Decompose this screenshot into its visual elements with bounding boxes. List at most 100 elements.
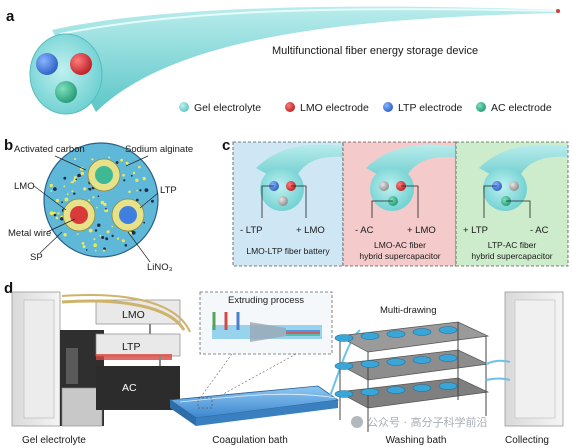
- particle-dot: [143, 221, 146, 224]
- config-pos-label: + LMO: [296, 225, 325, 236]
- particle-dot: [116, 237, 120, 240]
- config-neg-label: + LTP: [463, 225, 488, 236]
- particle-dot: [49, 211, 54, 216]
- particle-dot: [49, 183, 53, 188]
- config-fiber-cap: [370, 167, 414, 211]
- roller: [360, 332, 380, 340]
- particle-dot: [105, 207, 107, 210]
- particle-dot: [121, 239, 125, 243]
- particle-dot: [106, 230, 110, 234]
- ac-electrode-core: [55, 81, 77, 103]
- roller: [412, 356, 432, 364]
- collecting-machine: [485, 291, 564, 427]
- config-pos-label: - AC: [530, 225, 549, 236]
- particle-dot: [135, 198, 139, 202]
- particle-dot: [57, 212, 60, 215]
- config-inactive-core: [379, 181, 389, 191]
- ac-core: [95, 166, 113, 184]
- particle-dot: [74, 176, 77, 179]
- roller: [386, 386, 406, 394]
- panel-d-letter: d: [4, 280, 13, 297]
- ltp-electrode-core: [36, 53, 58, 75]
- label-activated-carbon: Activated carbon: [14, 144, 85, 155]
- particle-dot: [103, 247, 106, 251]
- panel-c-configurations: - LTP + LMO LMO-LTP fiber battery - AC +…: [232, 141, 569, 267]
- particle-dot: [63, 185, 66, 188]
- particle-dot: [100, 200, 105, 205]
- particle-dot: [85, 249, 88, 251]
- particle-dot: [144, 188, 149, 193]
- roller: [438, 382, 458, 390]
- config-inactive-core: [278, 196, 288, 206]
- label-ltp: LTP: [160, 185, 177, 196]
- legend-swatch-ltp: [383, 102, 393, 112]
- manufacturing-process: LMO LTP AC Extruding process: [11, 291, 564, 446]
- fiber-tip: [556, 9, 560, 13]
- particle-dot: [94, 249, 97, 252]
- particle-dot: [105, 237, 109, 241]
- particle-dot: [50, 190, 53, 193]
- config-caption: LMO-LTP fiber battery: [246, 246, 330, 256]
- legend-label-lmo: LMO electrode: [300, 102, 369, 114]
- particle-dot: [71, 181, 74, 184]
- particle-dot: [129, 231, 132, 235]
- config-box-lmo-ac: - AC + LMO LMO-AC fiber hybrid supercapa…: [342, 141, 457, 267]
- legend-swatch-lmo: [285, 102, 295, 112]
- roller: [386, 330, 406, 338]
- particle-dot: [111, 234, 114, 238]
- extruding-title: Extruding process: [228, 295, 304, 306]
- particle-dot: [71, 190, 74, 193]
- config-box-ltp-ac: + LTP - AC LTP-AC fiber hybrid supercapa…: [455, 141, 569, 267]
- fiber-path: [329, 329, 361, 397]
- roller: [412, 328, 432, 336]
- roller-set: [334, 326, 458, 398]
- particle-dot: [103, 202, 107, 207]
- config-neg-label: - LTP: [240, 225, 263, 236]
- fiber-cross-section-detail: Activated carbon Sodium alginate LMO LTP…: [8, 142, 193, 273]
- particle-dot: [76, 233, 79, 236]
- particle-dot: [53, 213, 57, 217]
- particle-dot: [97, 223, 101, 227]
- config-pos-label: + LMO: [407, 225, 436, 236]
- particle-dot: [64, 197, 69, 202]
- particle-dot: [101, 236, 105, 239]
- particle-dot: [88, 228, 93, 233]
- particle-dot: [77, 173, 81, 178]
- station-label-washing: Washing bath: [386, 435, 447, 446]
- panel-a-title: Multifunctional fiber energy storage dev…: [272, 45, 478, 57]
- roller: [334, 362, 354, 370]
- legend-swatch-gel: [179, 102, 189, 112]
- roller: [334, 390, 354, 398]
- particle-dot: [150, 199, 154, 203]
- coagulation-bath: [168, 385, 340, 426]
- roller: [438, 354, 458, 362]
- particle-dot: [95, 206, 98, 209]
- particle-dot: [102, 249, 106, 252]
- slurry-tanks: LMO LTP AC: [61, 294, 191, 410]
- particle-dot: [82, 245, 86, 249]
- roller: [438, 326, 458, 334]
- particle-dot: [122, 173, 125, 177]
- station-label-collecting: Collecting: [505, 435, 549, 446]
- roller: [360, 388, 380, 396]
- particle-dot: [125, 161, 129, 165]
- particle-dot: [138, 165, 141, 169]
- panel-a-letter: a: [6, 8, 15, 25]
- particle-dot: [142, 176, 146, 181]
- particle-dot: [55, 198, 60, 203]
- particle-dot: [94, 229, 98, 232]
- ltp-core: [119, 206, 137, 224]
- label-slurry-ac: AC: [122, 382, 137, 394]
- particle-dot: [66, 193, 69, 196]
- gel-electrolyte-machine: [11, 291, 104, 427]
- label-lmo: LMO: [14, 181, 35, 192]
- particle-dot: [75, 178, 78, 181]
- particle-dot: [111, 225, 113, 228]
- label-sodium-alginate: Sodium alginate: [125, 144, 193, 155]
- label-metal-wire: Metal wire: [8, 228, 51, 239]
- station-label-coagulation: Coagulation bath: [212, 435, 288, 446]
- particle-dot: [120, 158, 123, 162]
- particle-dot: [136, 189, 138, 192]
- legend-label-gel: Gel electrolyte: [194, 102, 261, 114]
- multi-drawing-title: Multi-drawing: [380, 305, 437, 316]
